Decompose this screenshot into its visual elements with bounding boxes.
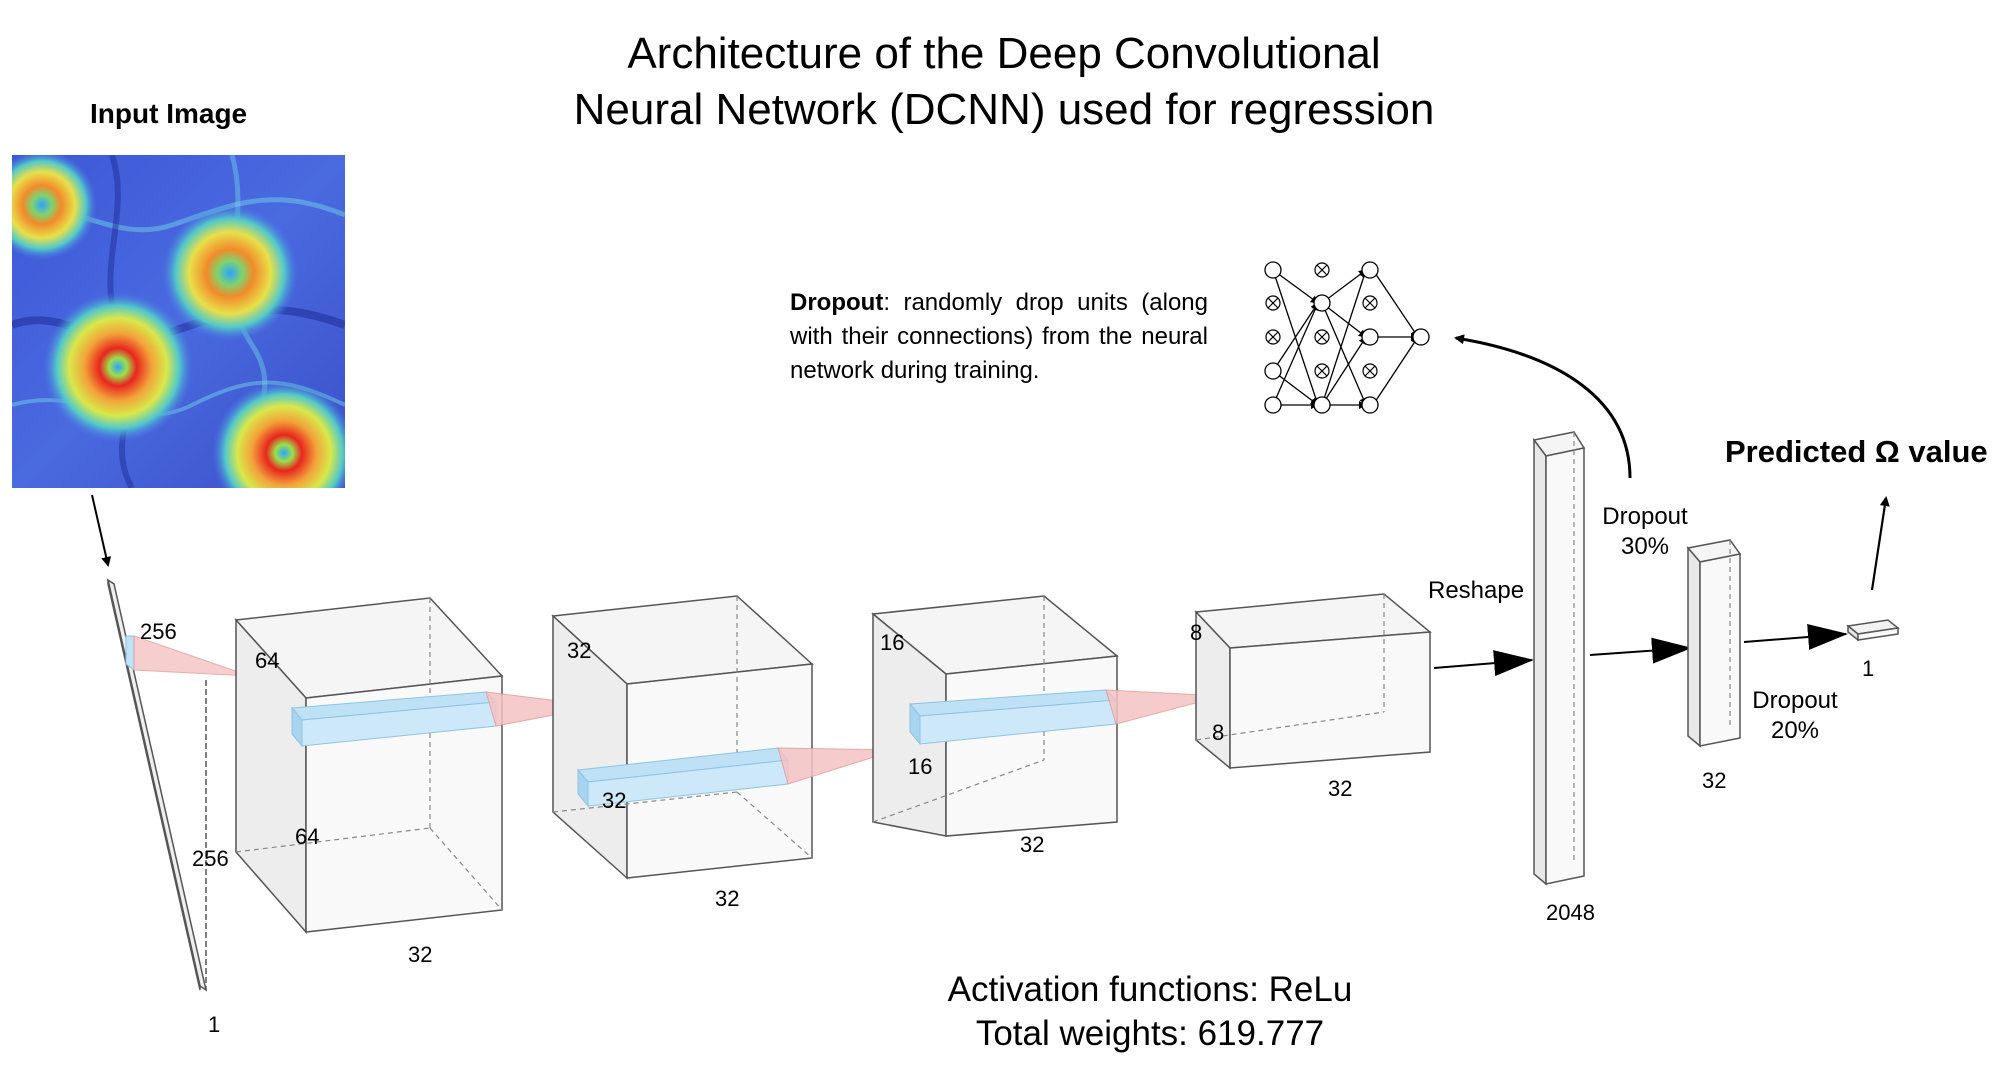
input-image (12, 155, 345, 488)
dropout-20-name: Dropout (1752, 687, 1838, 714)
output-unit (1846, 619, 1900, 642)
dense1-size-label: 2048 (1546, 900, 1595, 925)
conv3-width-label: 16 (880, 630, 905, 655)
dense2-to-output-arrow (1743, 624, 1848, 650)
conv1-width-label: 64 (255, 648, 280, 673)
conv2-depth-label: 32 (715, 886, 740, 911)
dropout-definition: : randomly drop units (along with their … (790, 289, 1208, 384)
conv-block-2 (551, 595, 897, 880)
dropout-20-percent: 20% (1770, 717, 1820, 744)
output-to-prediction-arrow (1870, 496, 1890, 591)
conv4-height-label: 8 (1212, 720, 1225, 745)
conv-block-4 (1194, 593, 1432, 770)
input-image-label: Input Image (90, 98, 248, 129)
input-depth-label: 1 (208, 1012, 221, 1037)
activation-functions-text: Activation functions: ReLu (947, 970, 1353, 1009)
input-width-label: 256 (140, 619, 177, 644)
dropout-30-percent: 30% (1620, 533, 1670, 560)
dense1-to-dense2-arrow (1589, 637, 1692, 664)
conv4-width-label: 8 (1190, 620, 1203, 645)
conv4-depth-label: 32 (1328, 776, 1353, 801)
conv1-depth-label: 32 (408, 942, 433, 967)
conv3-depth-label: 32 (1020, 832, 1045, 857)
dropout-curved-arrow (1454, 334, 1632, 479)
input-layer (106, 578, 251, 992)
dropout-30-label: Dropout 30% (1590, 502, 1700, 562)
dense-layer-2048 (1532, 431, 1586, 886)
reshape-arrow (1433, 650, 1534, 677)
image-to-input-arrow (91, 494, 112, 567)
conv2-height-label: 32 (602, 788, 627, 813)
dropout-30-name: Dropout (1602, 503, 1688, 530)
dense2-size-label: 32 (1702, 768, 1727, 793)
total-weights-text: Total weights: 619.777 (975, 1014, 1325, 1053)
dropout-network-illustration (1264, 261, 1430, 414)
dropout-explanation: Dropout: randomly drop units (along with… (790, 286, 1208, 388)
conv1-height-label: 64 (295, 824, 320, 849)
dense-layer-32 (1686, 539, 1742, 748)
dropout-term: Dropout (790, 289, 884, 316)
predicted-value-label: Predicted Ω value (1725, 434, 1988, 469)
output-size-label: 1 (1862, 656, 1875, 681)
conv2-width-label: 32 (567, 638, 592, 663)
input-height-label: 256 (192, 846, 229, 871)
reshape-label: Reshape (1428, 577, 1525, 604)
dropout-20-label: Dropout 20% (1740, 686, 1850, 746)
diagram-title-line-2: Neural Network (DCNN) used for regressio… (573, 85, 1435, 134)
diagram-title-line-1: Architecture of the Deep Convolutional (627, 29, 1381, 78)
conv-block-3 (871, 595, 1223, 837)
conv-block-1 (234, 597, 601, 934)
conv3-height-label: 16 (908, 754, 933, 779)
